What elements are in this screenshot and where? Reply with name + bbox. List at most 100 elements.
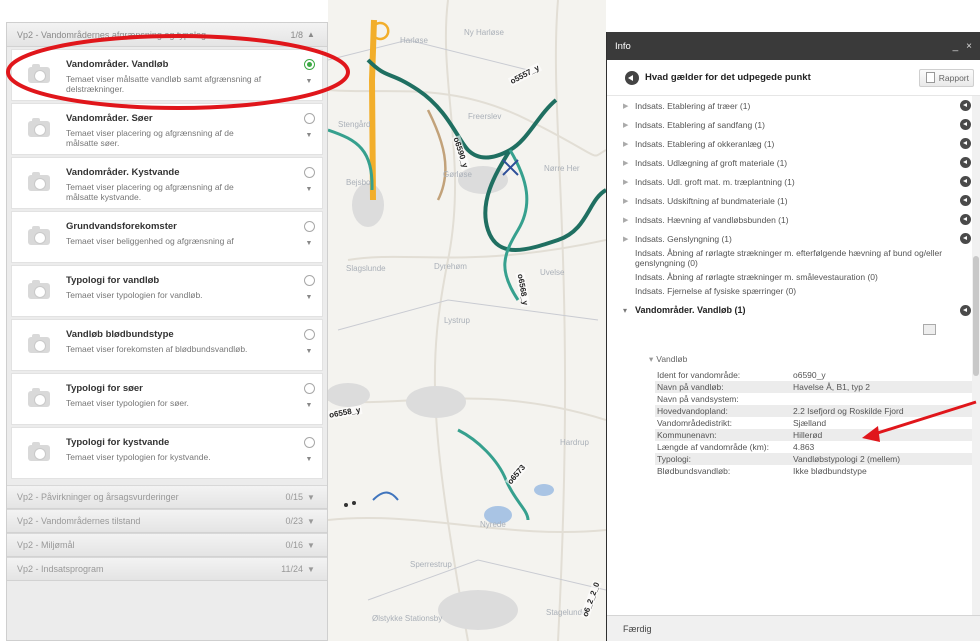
document-icon xyxy=(925,72,935,83)
layer-description: Temaet viser typologien for kystvande. xyxy=(66,452,211,462)
layer-group-header[interactable]: Vp2 - Vandområdernes afgrænsning og typo… xyxy=(7,23,327,47)
indsats-row[interactable]: ▶Indsats. Hævning af vandløbsbunden (1) xyxy=(607,210,980,229)
attribute-row: Ident for vandområde:o6590_y xyxy=(655,369,973,381)
layer-toggle[interactable] xyxy=(303,113,315,124)
layer-toggle[interactable] xyxy=(303,383,315,394)
indsats-row[interactable]: ▶Indsats. Udlægning af groft materiale (… xyxy=(607,153,980,172)
camera-icon xyxy=(28,226,50,245)
indsats-row[interactable]: ▶ Indsats. Etablering af sandfang (1) xyxy=(607,115,980,134)
expand-triangle-icon[interactable]: ▶ xyxy=(623,140,629,148)
indsats-row[interactable]: ▶Indsats. Etablering af træer (1) xyxy=(607,96,980,115)
back-arrow-icon[interactable] xyxy=(625,70,639,85)
map-place-label: Uvelse xyxy=(540,268,565,277)
map-place-label: Ølstykke Stationsby xyxy=(372,614,443,623)
expand-triangle-icon[interactable]: ▶ xyxy=(623,216,629,224)
scrollbar-thumb[interactable] xyxy=(973,256,979,376)
minimize-button[interactable]: _ xyxy=(952,40,959,52)
layer-thumbnail xyxy=(12,104,66,154)
attribute-key: Hovedvandopland: xyxy=(655,405,791,417)
zoom-to-icon[interactable] xyxy=(960,138,971,149)
attribute-row: Vandområdedistrikt:Sjælland xyxy=(655,417,973,429)
attribute-row: Navn på vandsystem: xyxy=(655,393,973,405)
zoom-to-icon[interactable] xyxy=(960,195,971,206)
chevron-down-icon[interactable]: ▼ xyxy=(305,240,313,247)
layer-toggle[interactable] xyxy=(303,221,315,232)
layer-toggle[interactable] xyxy=(303,329,315,340)
chevron-down-icon[interactable]: ▼ xyxy=(307,564,315,574)
collapse-triangle-icon[interactable]: ▾ xyxy=(649,354,654,364)
layer-group-count: 0/15 xyxy=(285,492,303,502)
layer-controls: ▼ xyxy=(296,320,322,370)
expand-triangle-icon[interactable]: ▶ xyxy=(623,178,629,186)
attribute-value: o6590_y xyxy=(793,370,826,380)
zoom-to-icon[interactable] xyxy=(960,304,971,316)
chevron-down-icon[interactable]: ▼ xyxy=(305,78,313,85)
chevron-up-icon[interactable]: ▲ xyxy=(307,30,315,39)
attribute-value xyxy=(791,393,973,405)
map-place-label: Ny Harløse xyxy=(464,28,505,37)
layer-toggle[interactable] xyxy=(303,59,315,70)
attribute-key: Længde af vandområde (km): xyxy=(657,442,769,452)
indsats-label: Indsats. Etablering af sandfang (1) xyxy=(635,119,765,130)
layer-toggle[interactable] xyxy=(303,167,315,178)
attribute-value: Vandløbstypologi 2 (mellem) xyxy=(791,453,973,465)
zoom-to-icon[interactable] xyxy=(960,119,971,130)
export-icon[interactable] xyxy=(923,324,936,335)
map-view[interactable]: Harløse Ny Harløse Freerslev Gørløse Dyr… xyxy=(328,0,606,641)
zoom-to-icon[interactable] xyxy=(960,157,971,168)
map-place-label: Freerslev xyxy=(468,112,502,121)
chevron-down-icon[interactable]: ▼ xyxy=(305,132,313,139)
chevron-down-icon[interactable]: ▼ xyxy=(307,516,315,526)
layer-controls: ▼ xyxy=(296,50,322,100)
close-button[interactable]: × xyxy=(966,40,972,52)
collapse-triangle-icon[interactable]: ▾ xyxy=(623,305,628,315)
zoom-to-icon[interactable] xyxy=(960,214,971,225)
chevron-down-icon[interactable]: ▼ xyxy=(307,492,315,502)
expand-triangle-icon[interactable]: ▶ xyxy=(623,197,629,205)
zoom-to-icon[interactable] xyxy=(960,100,971,111)
layer-toggle[interactable] xyxy=(303,275,315,286)
indsats-row[interactable]: ▶Indsats. Genslyngning (1) xyxy=(607,229,980,248)
expand-triangle-icon[interactable]: ▶ xyxy=(623,121,629,129)
layer-panel: Vp2 - Vandområdernes afgrænsning og typo… xyxy=(6,22,328,641)
indsats-row[interactable]: ▶Indsats. Udl. groft mat. m. træplantnin… xyxy=(607,172,980,191)
attribute-key: Navn på vandløb: xyxy=(655,381,791,393)
chevron-down-icon[interactable]: ▼ xyxy=(305,456,313,463)
expand-triangle-icon[interactable]: ▶ xyxy=(623,235,629,243)
info-titlebar[interactable]: Info _ × xyxy=(607,32,980,60)
chevron-down-icon[interactable]: ▼ xyxy=(305,402,313,409)
expand-triangle-icon[interactable]: ▶ xyxy=(623,102,629,110)
indsats-row[interactable]: ▶Indsats. Udskiftning af bundmateriale (… xyxy=(607,191,980,210)
indsats-row[interactable]: ▶Indsats. Etablering af okkeranlæg (1) xyxy=(607,134,980,153)
chevron-down-icon[interactable]: ▼ xyxy=(305,294,313,301)
zoom-to-icon[interactable] xyxy=(960,176,971,187)
chevron-down-icon[interactable]: ▼ xyxy=(305,348,313,355)
layer-description: Temaet viser beliggenhed og afgrænsning … xyxy=(66,236,234,246)
layer-toggle[interactable] xyxy=(303,437,315,448)
info-header: Hvad gælder for det udpegede punkt Rappo… xyxy=(607,60,980,96)
rapport-button[interactable]: Rapport xyxy=(918,68,974,87)
scrollbar[interactable] xyxy=(972,96,980,615)
section-vandlob[interactable]: ▾ Vandområder. Vandløb (1) xyxy=(607,300,980,320)
chevron-down-icon[interactable]: ▼ xyxy=(305,186,313,193)
layer-thumbnail xyxy=(12,320,66,370)
zoom-to-icon[interactable] xyxy=(960,233,971,244)
chevron-down-icon[interactable]: ▼ xyxy=(307,540,315,550)
section-label: Vandområder. Vandløb (1) xyxy=(635,305,746,315)
expand-triangle-icon[interactable]: ▶ xyxy=(623,159,629,167)
subsection-vandlob[interactable]: ▾Vandløb xyxy=(649,354,687,365)
